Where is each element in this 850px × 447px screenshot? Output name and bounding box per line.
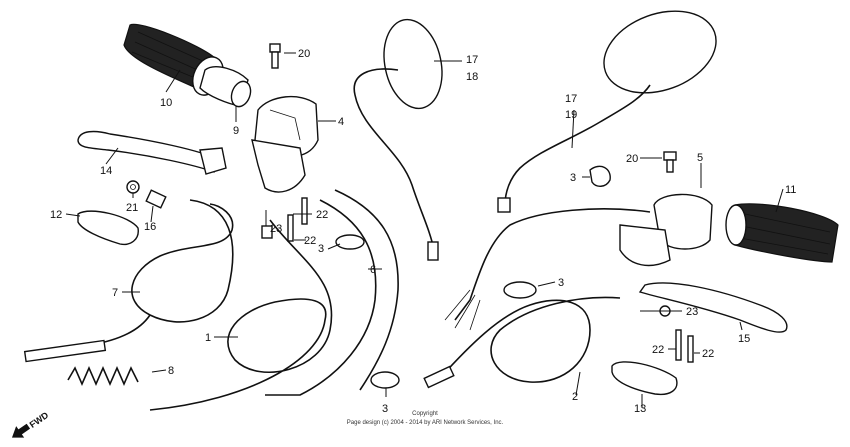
callout-5: 5	[697, 152, 703, 164]
callout-18: 18	[466, 71, 478, 83]
callout-3-right-top: 3	[570, 172, 576, 184]
leader-lines	[65, 52, 784, 408]
callout-9: 9	[233, 125, 239, 137]
bolt-16	[145, 189, 167, 209]
callout-2: 2	[572, 391, 578, 403]
fwd-arrow-icon	[11, 423, 31, 438]
callout-3-right-mid: 3	[558, 277, 564, 289]
callout-17-left: 17	[466, 54, 478, 66]
fwd-label: FWD	[28, 410, 51, 430]
callout-7: 7	[112, 287, 118, 299]
front-brake-cable	[423, 296, 621, 389]
right-handlebar-grip	[725, 203, 839, 263]
callout-13: 13	[634, 403, 646, 415]
bolt-20-left	[269, 43, 281, 69]
left-mirror	[353, 18, 443, 261]
right-mirror	[497, 10, 717, 213]
cable-spring	[67, 366, 139, 386]
throttle-housing	[251, 95, 319, 193]
callout-23-left: 23	[270, 223, 282, 235]
throttle-cables	[149, 189, 399, 411]
screws-left	[261, 197, 308, 242]
throttle-grip	[199, 66, 252, 108]
callout-21: 21	[126, 202, 138, 214]
callout-17-right: 17	[565, 93, 577, 105]
callout-20-right: 20	[626, 153, 638, 165]
callout-12: 12	[50, 209, 62, 221]
callout-15: 15	[738, 333, 750, 345]
callout-3-bottom: 3	[382, 403, 388, 415]
callout-4: 4	[338, 116, 344, 128]
callout-3-left: 3	[318, 243, 324, 255]
callout-1: 1	[205, 332, 211, 344]
callout-19: 19	[565, 109, 577, 121]
nut-21	[126, 180, 140, 194]
cable-clip-left	[335, 234, 365, 250]
callout-6: 6	[370, 264, 376, 276]
right-switch-housing	[619, 193, 713, 267]
clutch-cable	[23, 199, 234, 363]
callout-14: 14	[100, 165, 112, 177]
clutch-lever	[77, 130, 227, 175]
switch-wiring	[444, 208, 651, 331]
callout-10: 10	[160, 97, 172, 109]
callout-22-d: 22	[702, 348, 714, 360]
callout-20-left: 20	[298, 48, 310, 60]
callout-22-b: 22	[304, 235, 316, 247]
bolt-20-right	[663, 151, 677, 173]
switch-cover-13	[611, 361, 678, 396]
cable-clip-right-mid	[503, 281, 537, 299]
callout-23-right: 23	[686, 306, 698, 318]
fwd-direction-indicator: FWD	[11, 410, 51, 438]
brake-lever	[638, 282, 788, 333]
copyright-line-2: Page design (c) 2004 - 2014 by ARI Netwo…	[347, 420, 504, 426]
callout-22-a: 22	[316, 209, 328, 221]
cable-clip-right-top	[589, 165, 611, 187]
left-switch-grip-12	[77, 210, 139, 246]
callout-16: 16	[144, 221, 156, 233]
copyright-line-1: Copyright	[412, 411, 438, 417]
cable-clip-bottom	[370, 371, 400, 389]
callout-22-c: 22	[652, 344, 664, 356]
callout-11: 11	[785, 184, 796, 196]
callout-8: 8	[168, 365, 174, 377]
